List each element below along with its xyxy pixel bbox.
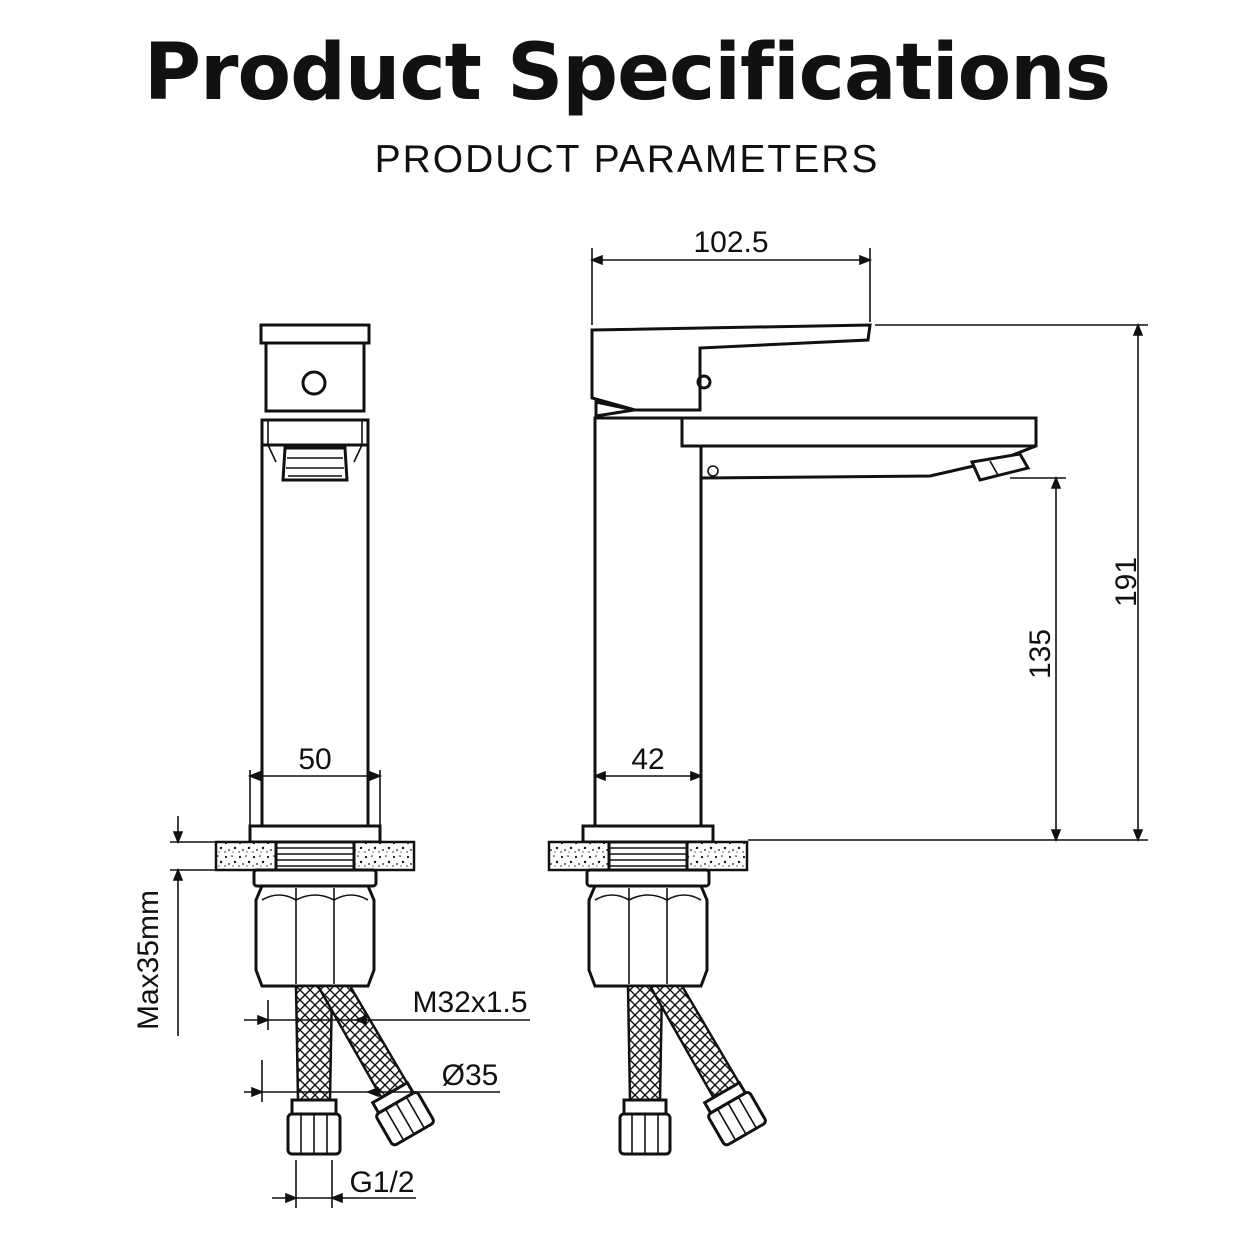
front-base-ring <box>248 824 382 844</box>
side-hose-angled <box>647 984 744 1104</box>
side-mounting-nut <box>587 884 709 988</box>
front-mounting-nut <box>254 884 376 988</box>
front-handle-block <box>264 341 366 413</box>
dim-side-width-label: 42 <box>631 743 664 776</box>
dim-thread-label: M32x1.5 <box>412 986 527 1019</box>
front-washer <box>252 868 378 888</box>
dimension-lines <box>170 248 1148 1208</box>
dim-hole-diameter-label: Ø35 <box>442 1059 499 1092</box>
dim-max-deck-label: Max35mm <box>132 890 165 1030</box>
page-subtitle: PRODUCT PARAMETERS <box>374 138 880 181</box>
side-base-ring <box>581 824 715 844</box>
dim-overall-height-label: 191 <box>1110 557 1143 607</box>
dim-spout-height-label: 135 <box>1024 629 1057 679</box>
dim-front-width-label: 50 <box>298 743 331 776</box>
side-hose-straight <box>626 984 664 1102</box>
side-body <box>593 416 703 828</box>
front-view <box>214 323 435 1156</box>
front-handle-screw <box>301 370 327 396</box>
side-view <box>547 323 1038 1156</box>
side-washer <box>585 868 711 888</box>
side-aerator <box>969 452 1031 482</box>
front-handle-cap <box>259 323 371 345</box>
side-spout <box>680 416 1038 480</box>
front-body <box>260 418 370 828</box>
dim-hose-connection-label: G1/2 <box>349 1166 414 1199</box>
side-lever-handle <box>590 323 872 412</box>
dim-spout-length-label: 102.5 <box>693 226 768 259</box>
front-aerator <box>281 446 349 482</box>
page-title: Product Specifications <box>143 28 1111 118</box>
